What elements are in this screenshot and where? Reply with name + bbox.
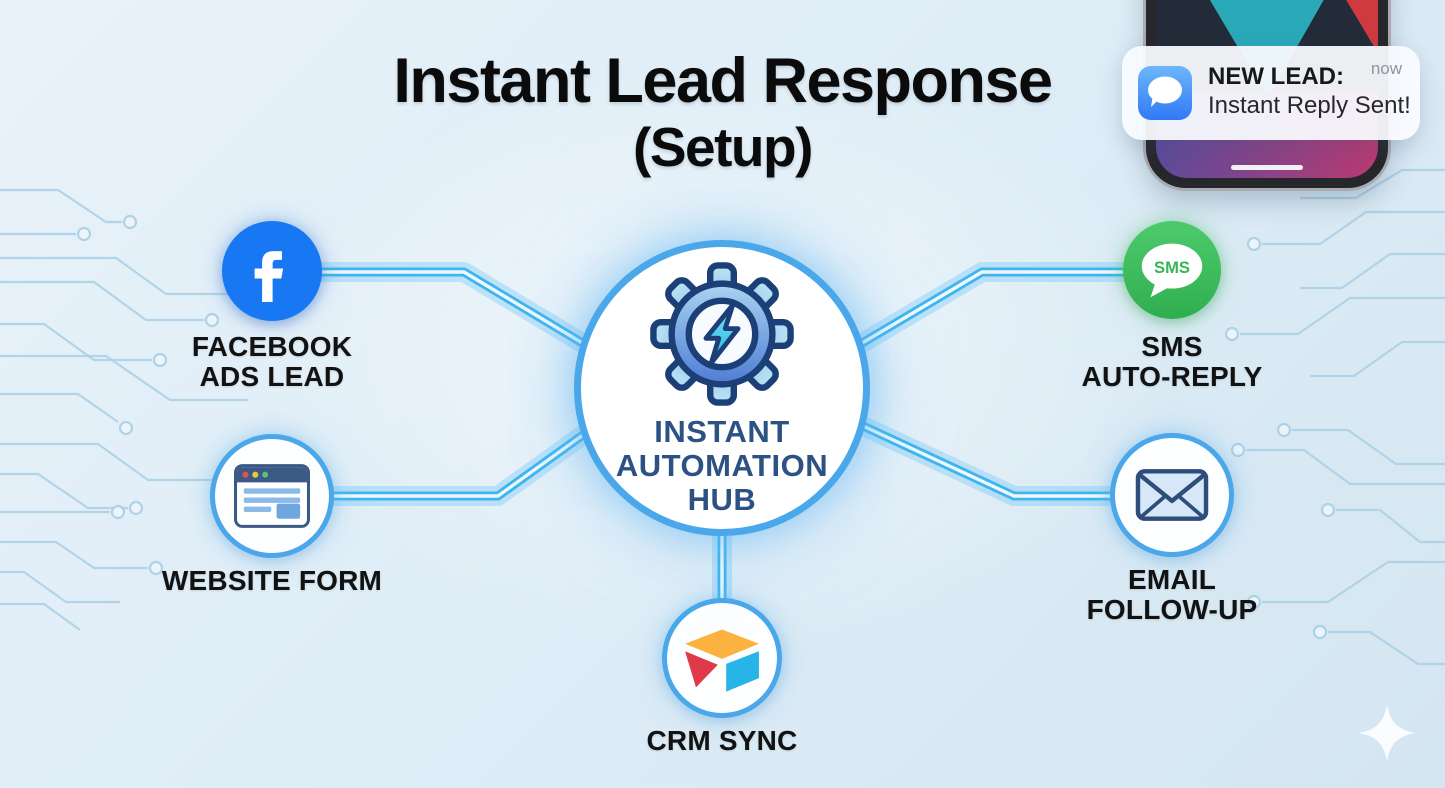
notification-text: NEW LEAD: Instant Reply Sent! <box>1208 62 1411 121</box>
website-form-node <box>210 434 334 558</box>
sms-bubble-icon: SMS <box>1141 243 1203 298</box>
crm-node-label: CRM SYNC <box>646 725 798 756</box>
page-title: Instant Lead Response (Setup) <box>0 46 1445 178</box>
facebook-node-label: FACEBOOK ADS LEAD <box>191 331 353 392</box>
browser-form-icon <box>234 464 310 528</box>
airtable-icon <box>685 629 759 692</box>
envelope-icon <box>1135 469 1209 521</box>
website-form-node-label: WEBSITE FORM <box>161 565 383 596</box>
sms-node-label: SMS AUTO-REPLY <box>1081 331 1263 392</box>
notification-title: NEW LEAD: <box>1208 63 1344 90</box>
automation-hub-node: INSTANT AUTOMATION HUB <box>574 240 870 536</box>
svg-text:SMS: SMS <box>1154 258 1190 277</box>
lead-notification-banner: NEW LEAD: Instant Reply Sent! now <box>1122 46 1420 140</box>
messages-icon <box>1138 66 1192 120</box>
sparkle-icon <box>1359 705 1415 761</box>
email-node <box>1110 433 1234 557</box>
gear-lightning-icon <box>650 262 794 406</box>
facebook-node <box>222 221 322 321</box>
notification-time: now <box>1370 59 1402 78</box>
crm-node <box>662 598 782 718</box>
sms-node: SMS <box>1123 221 1221 319</box>
title-line-2: (Setup) <box>633 116 813 178</box>
title-line-1: Instant Lead Response <box>393 46 1053 116</box>
notification-body: Instant Reply Sent! <box>1208 92 1411 119</box>
chat-bubble-glyph <box>1148 76 1182 107</box>
email-node-label: EMAIL FOLLOW-UP <box>1086 564 1258 625</box>
facebook-icon <box>254 251 284 302</box>
phone-home-indicator <box>1231 165 1303 170</box>
hub-label: INSTANT AUTOMATION HUB <box>615 414 829 517</box>
